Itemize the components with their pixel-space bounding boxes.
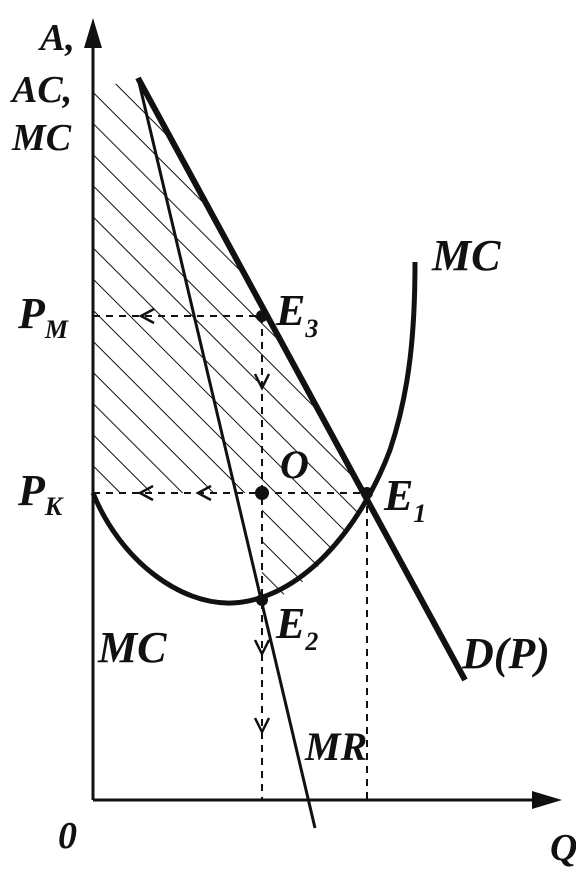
label-e1: E1 <box>383 471 426 528</box>
price-label-pk: PK <box>17 466 64 521</box>
point-e2 <box>256 594 268 606</box>
demand-curve <box>135 76 468 682</box>
label-demand: D(P) <box>461 629 550 678</box>
label-e3: E3 <box>275 286 318 343</box>
consumer-surplus-hatch <box>93 78 367 493</box>
origin-label: 0 <box>58 815 77 857</box>
point-e3 <box>256 310 268 322</box>
label-mc-left: MC <box>97 623 167 672</box>
mr-curve <box>136 77 317 829</box>
price-label-pm: PM <box>17 289 69 344</box>
y-axis-label-line1: A, <box>38 17 75 59</box>
y-axis <box>84 18 102 800</box>
y-axis-label-line3: MC <box>11 117 72 159</box>
label-mr: MR <box>304 724 367 769</box>
x-axis <box>93 791 562 809</box>
label-mc-top: MC <box>431 231 501 280</box>
label-e2: E2 <box>275 599 318 656</box>
mc-curve <box>90 261 418 606</box>
x-axis-label: Q <box>550 827 576 869</box>
label-o: O <box>280 442 309 487</box>
direction-arrows <box>137 307 271 735</box>
y-axis-label-line2: AC, <box>10 69 72 111</box>
point-o <box>255 486 269 500</box>
point-e1 <box>361 487 373 499</box>
